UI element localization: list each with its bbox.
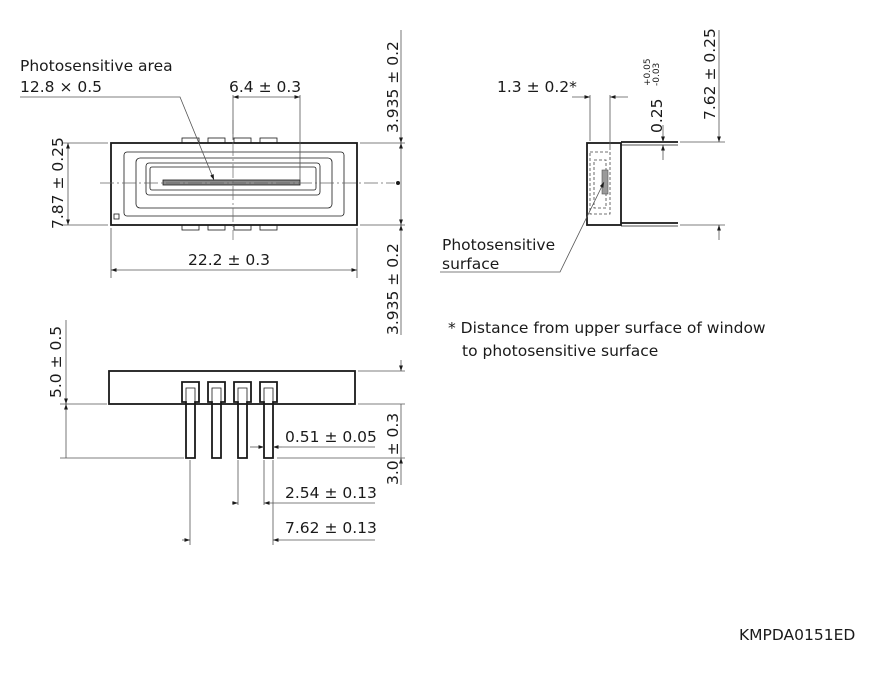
top-view: Photosensitive area 12.8 × 0.5 6.4 ± 0.3…	[20, 30, 405, 335]
window-depth-dimension: 1.3 ± 0.2*	[497, 78, 577, 96]
lead-thickness-dimension: 0.25	[648, 98, 666, 133]
width-bottom-dimension: 22.2 ± 0.3	[188, 251, 270, 269]
photosensitive-area-label: Photosensitive area	[20, 57, 173, 75]
side-lead-span-dimension: 7.62 ± 0.25	[701, 28, 719, 120]
footnote-line-1: * Distance from upper surface of window	[448, 319, 766, 337]
offset-bottom-dimension: 3.935 ± 0.2	[384, 243, 402, 335]
footnote-line-2: to photosensitive surface	[462, 342, 658, 360]
side-view: 1.3 ± 0.2* 0.25 +0.05 -0.03 7.62 ± 0.25 …	[440, 28, 725, 273]
side-package-outline	[586, 142, 622, 226]
lead-pitch-dimension: 2.54 ± 0.13	[285, 484, 377, 502]
package-outline	[110, 142, 358, 226]
photosensitive-area-value: 12.8 × 0.5	[20, 78, 102, 96]
pitch-top-dimension: 6.4 ± 0.3	[229, 78, 301, 96]
photosensitive-strip	[162, 179, 301, 186]
lead-length-dimension: 3.0 ± 0.3	[384, 413, 402, 485]
height-left-dimension: 7.87 ± 0.25	[49, 137, 67, 229]
front-lead-span-dimension: 7.62 ± 0.13	[285, 519, 377, 537]
lead-thickness-tol-plus: +0.05	[643, 58, 653, 86]
offset-top-dimension: 3.935 ± 0.2	[384, 41, 402, 133]
photosensitive-surface-label-1: Photosensitive	[442, 236, 555, 254]
photosensitive-surface-label-2: surface	[442, 255, 499, 273]
front-view: 5.0 ± 0.5 0.51 ± 0.05 3.0 ± 0.3 2.54 ± 0…	[47, 320, 405, 545]
lead-width-dimension: 0.51 ± 0.05	[285, 428, 377, 446]
drawing-code: KMPDA0151ED	[739, 626, 855, 644]
body-height-dimension: 5.0 ± 0.5	[47, 326, 65, 398]
front-package-outline	[108, 370, 356, 405]
lead-thickness-tol-minus: -0.03	[652, 63, 662, 86]
